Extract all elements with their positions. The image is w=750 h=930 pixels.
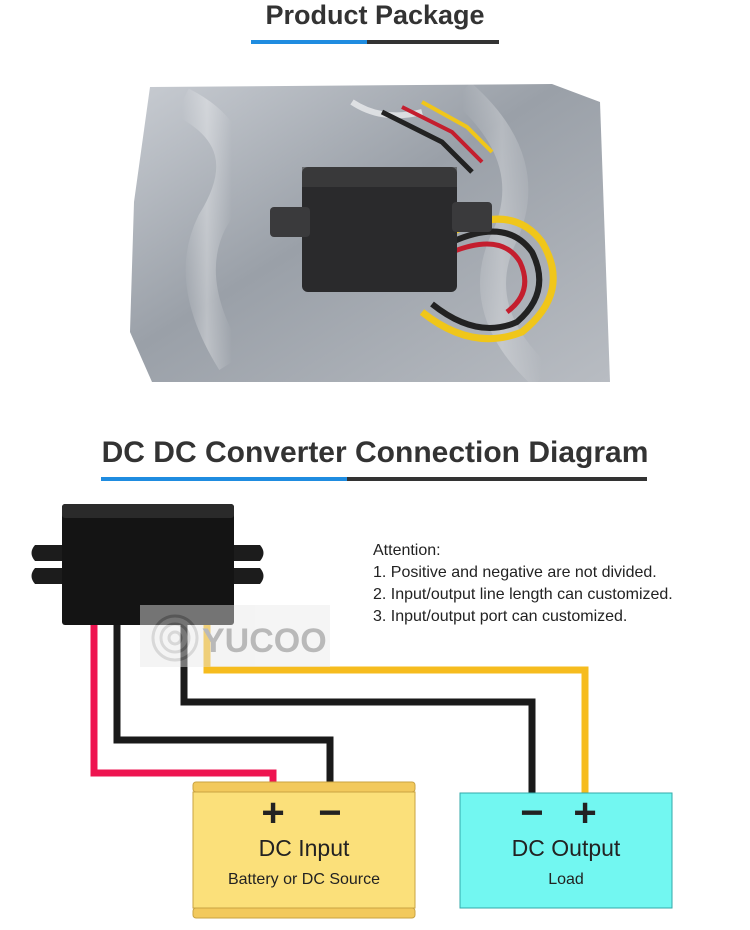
dc-output-subtitle: Load (548, 871, 584, 888)
diagram-underline-blue (101, 477, 347, 481)
package-wires (419, 215, 557, 343)
connection-diagram-title: DC DC Converter Connection Diagram (101, 436, 649, 469)
output-minus-sign: − (520, 791, 544, 835)
input-plus-sign: + (261, 791, 285, 835)
dc-output-title: DC Output (511, 835, 621, 861)
dc-input-subtitle: Battery or DC Source (227, 871, 381, 888)
dc-input-box (192, 781, 416, 919)
yellow-wire (203, 625, 589, 793)
product-package-title: Product Package (265, 0, 485, 30)
black-input-wire (113, 625, 334, 795)
diagram-underline-dark (347, 477, 647, 481)
title-underline-dark (367, 40, 499, 44)
attention-note-2: 2. Input/output line length can customiz… (373, 586, 673, 603)
yucoo-watermark (140, 605, 330, 667)
attention-notes: Attention: 1. Positive and negative are … (373, 540, 673, 628)
title-underline-blue (251, 40, 367, 44)
dc-input-title: DC Input (258, 835, 350, 861)
converter-module-photo (302, 167, 457, 292)
attention-note-3: 3. Input/output port can customized. (373, 608, 628, 625)
attention-heading: Attention: (373, 542, 441, 559)
input-minus-sign: − (318, 791, 342, 835)
product-package-photo (130, 82, 610, 387)
watermark-text: YUCOO (202, 622, 327, 660)
black-output-wire (180, 625, 536, 793)
dc-output-box (459, 792, 673, 909)
converter-module (31, 504, 264, 625)
output-plus-sign: + (573, 791, 597, 835)
attention-note-1: 1. Positive and negative are not divided… (373, 564, 657, 581)
connection-diagram: YUCOO (31, 504, 673, 919)
